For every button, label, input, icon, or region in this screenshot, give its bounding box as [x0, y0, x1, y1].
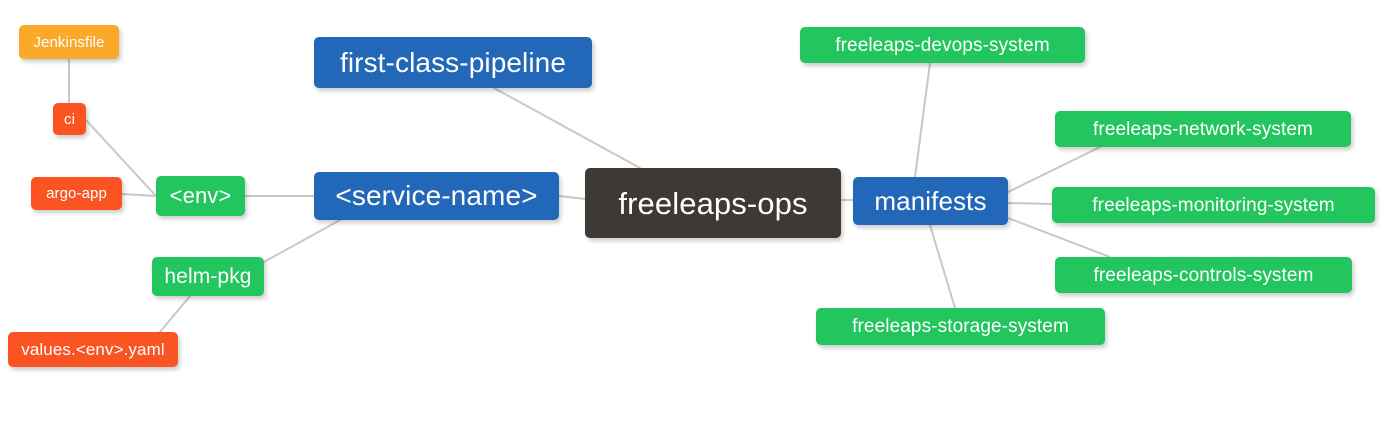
mindmap-node-storage-system[interactable]: freeleaps-storage-system — [816, 308, 1105, 345]
node-label: freeleaps-network-system — [1093, 118, 1313, 140]
edge-helm-pkg-to-service-name — [263, 219, 341, 263]
mindmap-node-jenkinsfile[interactable]: Jenkinsfile — [19, 25, 119, 59]
node-label: freeleaps-monitoring-system — [1092, 194, 1335, 216]
node-label: freeleaps-ops — [618, 185, 808, 221]
mindmap-node-argo-app[interactable]: argo-app — [31, 177, 122, 210]
edge-manifests-to-network-system — [1007, 146, 1101, 193]
node-label: freeleaps-controls-system — [1093, 264, 1314, 286]
mindmap-node-first-class-pipeline[interactable]: first-class-pipeline — [314, 37, 592, 88]
node-label: freeleaps-devops-system — [835, 34, 1050, 56]
node-label: first-class-pipeline — [339, 46, 567, 78]
mindmap-node-controls-system[interactable]: freeleaps-controls-system — [1055, 257, 1352, 293]
node-label: helm-pkg — [164, 265, 252, 288]
node-label: <env> — [169, 183, 232, 208]
mindmap-node-freeleaps-ops[interactable]: freeleaps-ops — [585, 168, 841, 238]
edge-service-name-to-freeleaps-ops — [558, 195, 586, 200]
node-label: Jenkinsfile — [33, 33, 105, 51]
edge-values-yaml-to-helm-pkg — [159, 295, 191, 333]
mindmap-node-network-system[interactable]: freeleaps-network-system — [1055, 111, 1351, 147]
node-label: argo-app — [46, 185, 107, 202]
node-label: values.<env>.yaml — [21, 340, 165, 359]
mindmap-node-monitoring-system[interactable]: freeleaps-monitoring-system — [1052, 187, 1375, 223]
mindmap-node-ci[interactable]: ci — [53, 103, 86, 135]
edge-manifests-to-monitoring-system — [1007, 202, 1053, 205]
node-label: manifests — [874, 186, 987, 216]
edge-argo-app-to-env — [121, 193, 157, 197]
mindmap-node-helm-pkg[interactable]: helm-pkg — [152, 257, 264, 296]
node-label: ci — [63, 110, 76, 128]
edge-manifests-to-storage-system — [929, 224, 956, 309]
mindmap-node-devops-system[interactable]: freeleaps-devops-system — [800, 27, 1085, 63]
node-label: freeleaps-storage-system — [852, 316, 1069, 337]
mindmap-node-env[interactable]: <env> — [156, 176, 245, 216]
edge-manifests-to-devops-system — [914, 62, 931, 178]
mindmap-node-values-yaml[interactable]: values.<env>.yaml — [8, 332, 178, 367]
edge-first-class-pipeline-to-freeleaps-ops — [493, 87, 641, 169]
node-label: <service-name> — [335, 180, 538, 211]
edge-manifests-to-controls-system — [1007, 217, 1111, 258]
mindmap-node-manifests[interactable]: manifests — [853, 177, 1008, 225]
mindmap-node-service-name[interactable]: <service-name> — [314, 172, 559, 220]
